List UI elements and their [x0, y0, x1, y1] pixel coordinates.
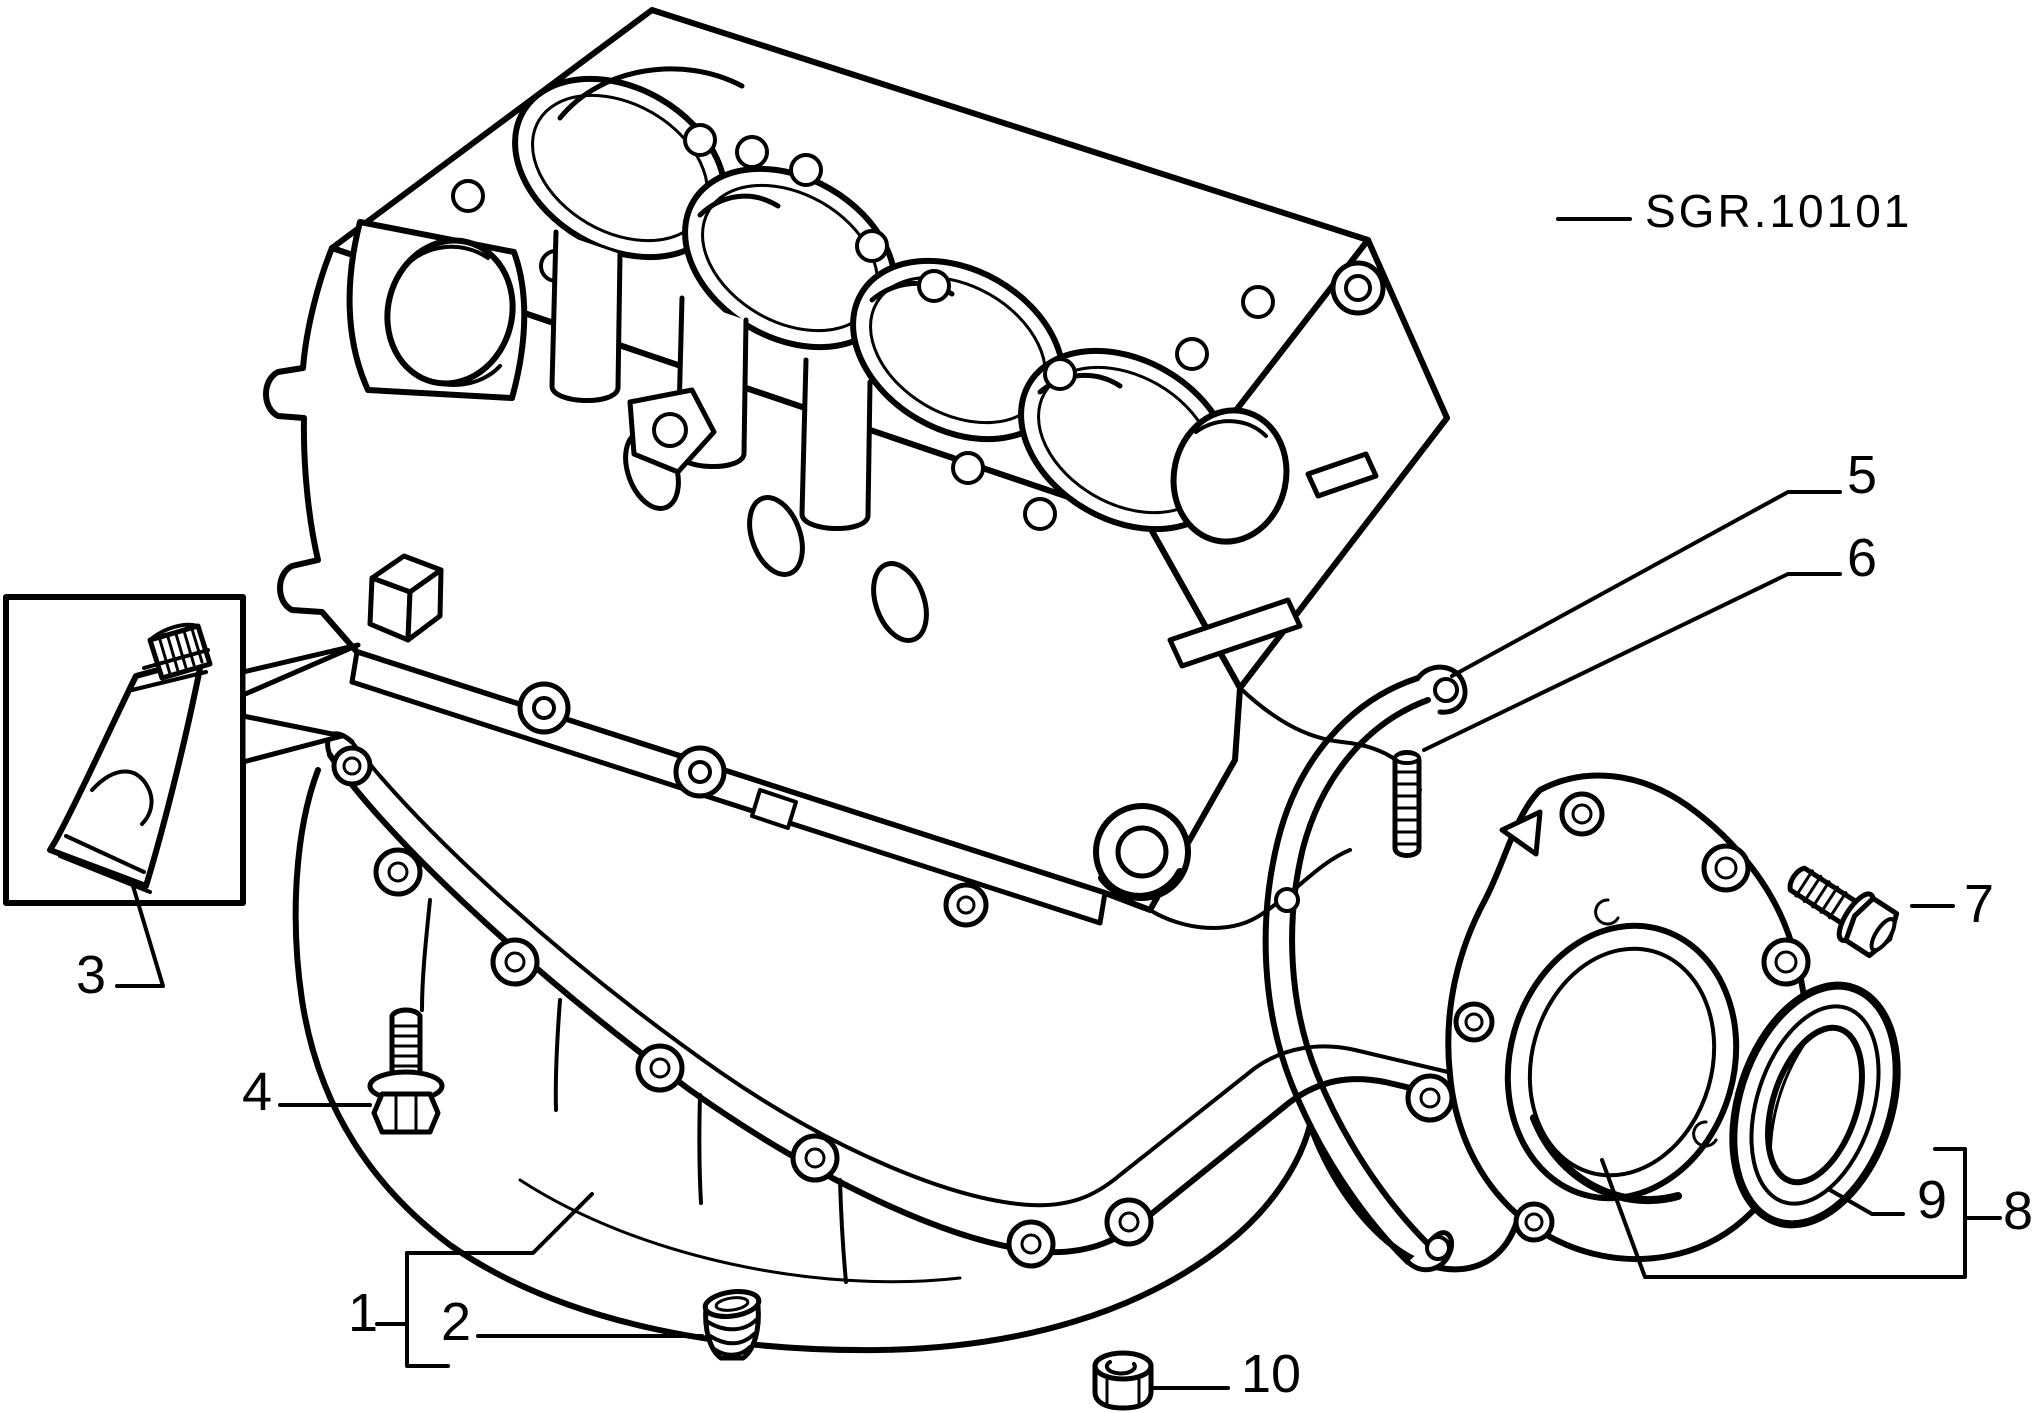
drain-plug — [702, 1289, 762, 1361]
callout-2-label: 2 — [441, 1292, 471, 1352]
front-boss-opening — [346, 219, 528, 401]
oil-sump — [292, 731, 1529, 1354]
cover-bolt — [1787, 865, 1900, 959]
callout-8-label: 8 — [2003, 1181, 2033, 1241]
callout-6-label: 6 — [1847, 528, 1877, 588]
engine-block — [263, 7, 1450, 930]
sump-flange-bolt-holes — [331, 745, 1517, 1269]
callout-4-label: 4 — [242, 1062, 272, 1122]
sealant-box — [3, 594, 361, 906]
leader-lines — [115, 217, 2002, 1390]
cylinder-bores — [512, 75, 1234, 533]
ladder-rail — [349, 553, 1108, 926]
sealant-arrow-upper — [240, 642, 361, 698]
callout-7-label: 7 — [1964, 874, 1994, 934]
crankshaft-seal — [1729, 981, 1901, 1229]
rear-cover-gasket — [1262, 664, 1468, 1273]
sealant-arrow-lower — [240, 713, 345, 765]
nut — [1092, 1350, 1154, 1411]
sealant-tube — [47, 622, 213, 894]
right-face-details — [1148, 260, 1422, 930]
sump-bolt — [367, 1007, 445, 1135]
callout-5-label: 5 — [1847, 445, 1877, 505]
callout-9-label: 9 — [1917, 1170, 1947, 1230]
callout-10-label: 10 — [1241, 1344, 1301, 1404]
stud — [1392, 750, 1422, 858]
crank-boss — [943, 803, 1191, 928]
callout-1-label: 1 — [348, 1283, 378, 1343]
cylinder-liner-tubes — [549, 229, 929, 643]
seal-carrier-cover — [1445, 772, 1812, 1262]
reference-label: SGR.10101 — [1645, 185, 1912, 237]
callout-3-label: 3 — [76, 945, 106, 1005]
